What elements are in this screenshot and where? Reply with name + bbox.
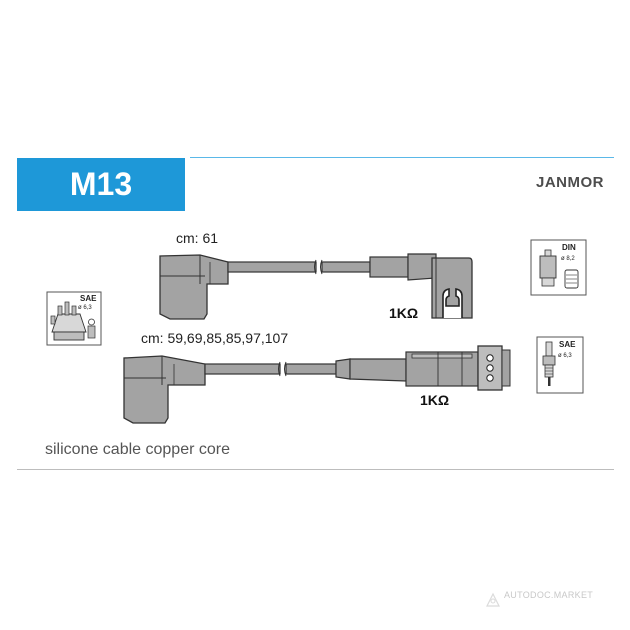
cable-2 <box>123 345 511 424</box>
cable-1-resistor-label: 1KΩ <box>389 305 419 321</box>
distributor-standard-tag: SAE <box>80 294 97 303</box>
spark-plug-size-label: ø 6,3 <box>558 353 572 359</box>
cable-2-resistor-label: 1KΩ <box>420 392 450 408</box>
spark-plug-standard-tag: SAE <box>559 340 576 349</box>
watermark-text: AUTODOC.MARKET <box>504 590 594 600</box>
brand-name: JANMOR <box>535 174 604 191</box>
cable-2-wire-segment <box>285 363 337 375</box>
cable-description: silicone cable copper core <box>45 441 230 458</box>
footer-divider <box>17 469 614 470</box>
distributor-cap-icon <box>46 291 102 346</box>
cable-1-right-boot <box>369 253 473 319</box>
cable-2-right-connector <box>335 345 511 391</box>
header-divider <box>190 157 614 158</box>
cable-1-wire-segment <box>321 261 371 273</box>
cable-2-wire-segment <box>204 363 281 375</box>
product-code-badge <box>17 158 185 211</box>
watermark-logo-icon <box>486 592 500 607</box>
coil-size-label: ø 8,2 <box>561 256 575 262</box>
cable-2-left-boot <box>123 355 206 424</box>
ignition-coil-icon <box>530 239 587 296</box>
cable-1-wire-segment <box>227 261 317 273</box>
cable-1-length-label: cm: 61 <box>176 230 219 246</box>
cable-1 <box>159 253 473 320</box>
product-code: M13 <box>69 166 133 202</box>
distributor-size-label: ø 6,3 <box>78 305 92 311</box>
coil-standard-tag: DIN <box>562 243 576 252</box>
cable-2-break-mark <box>278 361 281 377</box>
cable-1-left-boot <box>159 254 229 320</box>
spark-plug-icon <box>536 336 584 394</box>
cable-2-length-label: cm: 59,69,85,85,97,107 <box>141 330 289 346</box>
cable-1-break-mark <box>314 259 317 275</box>
